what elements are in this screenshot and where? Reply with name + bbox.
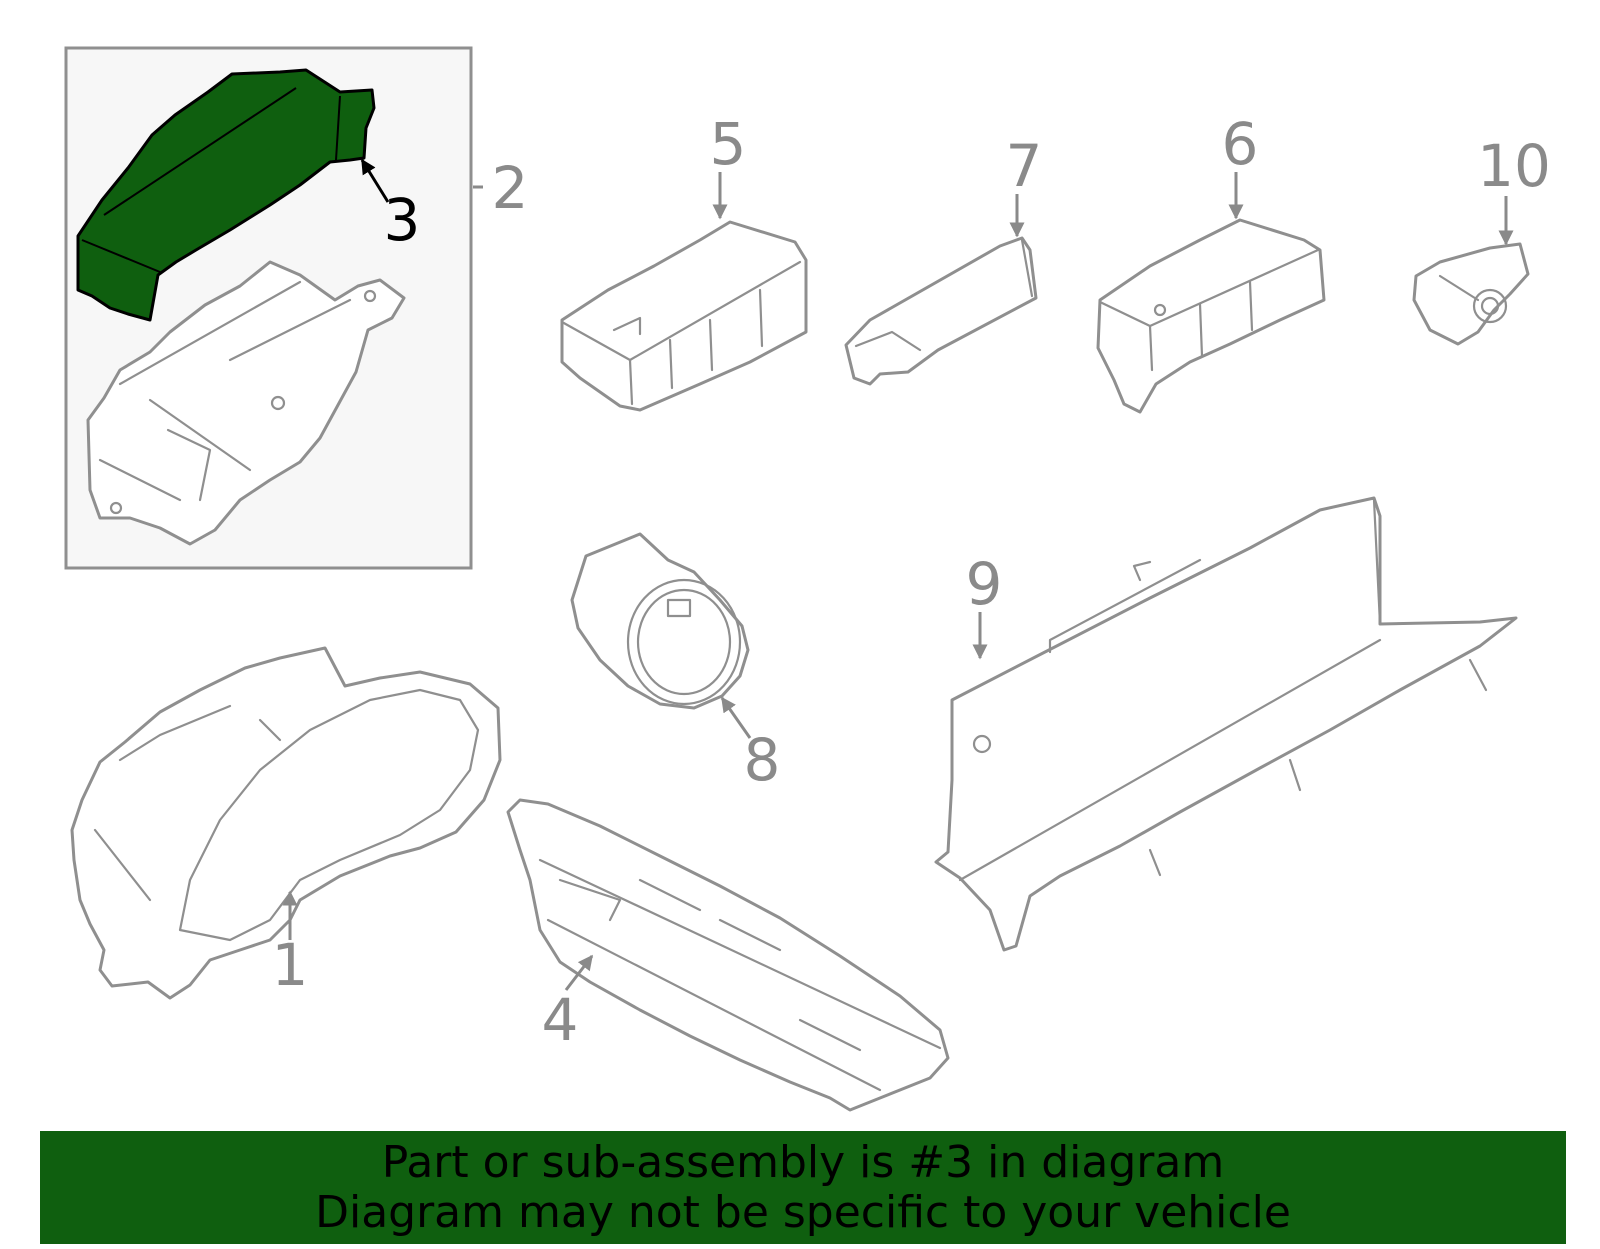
- part-7-trim-switch[interactable]: [844, 236, 1038, 386]
- callout-7: 7: [1006, 132, 1043, 200]
- callout-8: 8: [744, 726, 781, 794]
- callout-6: 6: [1222, 110, 1259, 178]
- leader-3: [360, 158, 390, 203]
- callout-5: 5: [710, 110, 747, 178]
- part-2-bracket[interactable]: [86, 260, 406, 546]
- callout-9: 9: [966, 550, 1003, 618]
- part-4-control-panel[interactable]: [506, 798, 950, 1112]
- part-9-display[interactable]: [934, 496, 1518, 952]
- banner-line-2: Diagram may not be specific to your vehi…: [315, 1186, 1291, 1238]
- callout-1: 1: [272, 931, 309, 999]
- leader-4: [564, 954, 594, 991]
- callout-4: 4: [542, 986, 579, 1054]
- part-8-knob[interactable]: [570, 532, 750, 710]
- banner-line-1: Part or sub-assembly is #3 in diagram: [381, 1136, 1225, 1188]
- leader-8: [720, 696, 752, 739]
- part-6-switch-module[interactable]: [1096, 218, 1326, 414]
- info-banner: Part or sub-assembly is #3 in diagram Di…: [40, 1131, 1566, 1244]
- callout-3: 3: [384, 186, 421, 254]
- callout-10: 10: [1477, 132, 1551, 200]
- callout-2: 2: [492, 154, 529, 222]
- part-5-switch-module[interactable]: [560, 220, 808, 412]
- part-10-small-switch[interactable]: [1412, 242, 1530, 346]
- part-3-cluster-housing[interactable]: [76, 68, 376, 322]
